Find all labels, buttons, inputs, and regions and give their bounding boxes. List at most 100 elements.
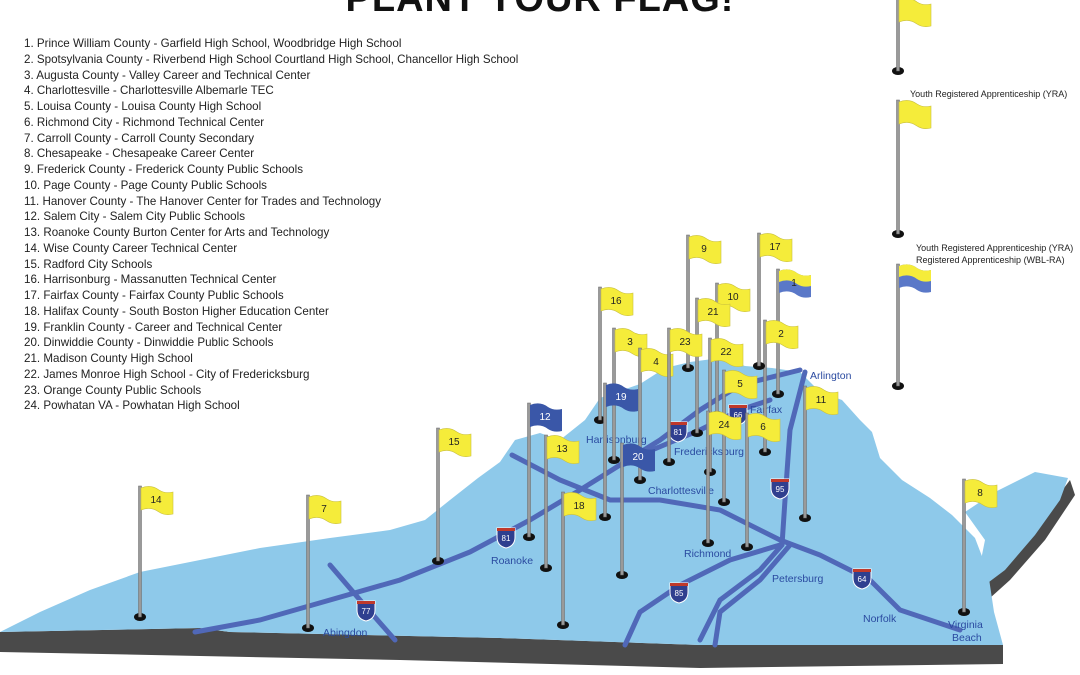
flag-marker-12[interactable]: 12 — [523, 402, 562, 541]
flag-number: 9 — [701, 244, 707, 255]
key-label-both-line1: Youth Registered Apprenticeship (YRA) — [916, 243, 1074, 253]
key-flag-both — [892, 263, 931, 390]
flag-marker-15[interactable]: 15 — [432, 427, 472, 565]
flag-number: 14 — [150, 495, 162, 506]
flag-marker-16[interactable]: 16 — [594, 286, 634, 424]
svg-text:64: 64 — [858, 575, 867, 584]
key-label-both-line2: Registered Apprenticeship (WBL-RA) — [916, 255, 1065, 265]
flag-number: 10 — [727, 292, 739, 303]
city-label: Richmond — [684, 548, 731, 560]
flag-marker-8[interactable]: 8 — [958, 478, 998, 616]
key-flag-yra — [892, 0, 932, 75]
school-list-item: 18. Halifax County - South Boston Higher… — [24, 304, 329, 318]
flag-number: 15 — [448, 437, 460, 448]
flag-number: 17 — [769, 242, 781, 253]
flag-marker-23[interactable]: 23 — [663, 327, 703, 466]
city-label: Petersburg — [772, 573, 824, 585]
school-list-item: 1. Prince William County - Garfield High… — [24, 37, 402, 50]
flag-number: 24 — [718, 420, 730, 431]
flag-marker-7[interactable]: 7 — [302, 494, 342, 632]
school-list-item: 6. Richmond City - Richmond Technical Ce… — [24, 115, 265, 129]
flag-number: 8 — [977, 488, 983, 499]
city-label: Harrisonburg — [586, 434, 647, 446]
school-list-item: 21. Madison County High School — [24, 352, 193, 365]
key-flag-yra — [892, 99, 932, 238]
interstate-shield: 81 — [668, 421, 688, 443]
city-label: Roanoke — [491, 555, 533, 567]
flag-number: 3 — [627, 337, 633, 348]
school-list-item: 19. Franklin County - Career and Technic… — [24, 320, 283, 334]
school-list-item: 24. Powhatan VA - Powhatan High School — [24, 399, 240, 413]
key-label-yra: Youth Registered Apprenticeship (YRA) — [910, 89, 1068, 99]
flag-number: 5 — [737, 379, 743, 390]
city-label: Abingdon — [323, 627, 368, 639]
flag-number: 1 — [791, 278, 797, 289]
flag-marker-18[interactable]: 18 — [557, 491, 597, 629]
flag-marker-19[interactable]: 19 — [599, 382, 638, 521]
school-list: 1. Prince William County - Garfield High… — [24, 36, 518, 414]
flag-marker-13[interactable]: 13 — [540, 434, 580, 572]
city-label: Beach — [952, 632, 982, 644]
school-list-item: 17. Fairfax County - Fairfax County Publ… — [24, 289, 284, 302]
interstate-shield: 85 — [669, 582, 689, 604]
flag-number: 19 — [615, 392, 627, 403]
svg-text:77: 77 — [362, 607, 371, 616]
flag-marker-17[interactable]: 17 — [753, 232, 793, 370]
flag-number: 16 — [610, 296, 622, 307]
flag-marker-6[interactable]: 6 — [741, 412, 781, 551]
flag-number: 20 — [632, 452, 644, 463]
school-list-item: 3. Augusta County - Valley Career and Te… — [24, 68, 311, 82]
flag-marker-11[interactable]: 11 — [799, 385, 839, 522]
flag-number: 22 — [720, 347, 732, 358]
flag-marker-14[interactable]: 14 — [134, 485, 174, 621]
city-label: Charlottesville — [648, 485, 714, 497]
flag-marker-24[interactable]: 24 — [702, 410, 742, 547]
school-list-item: 5. Louisa County - Louisa County High Sc… — [24, 100, 262, 113]
flag-number: 11 — [816, 395, 827, 406]
flag-number: 2 — [778, 329, 784, 340]
page-title: PLANT YOUR FLAG! — [0, 0, 1080, 21]
flag-marker-2[interactable]: 2 — [759, 319, 799, 456]
interstate-shield: 95 — [770, 478, 790, 500]
interstate-shield: 77 — [356, 600, 376, 622]
school-list-item: 12. Salem City - Salem City Public Schoo… — [24, 210, 246, 224]
svg-text:81: 81 — [502, 534, 511, 543]
flag-number: 6 — [760, 422, 766, 433]
flag-number: 4 — [653, 357, 659, 368]
school-list-item: 8. Chesapeake - Chesapeake Career Center — [24, 147, 255, 161]
school-list-item: 16. Harrisonburg - Massanutten Technical… — [24, 273, 277, 287]
school-list-item: 13. Roanoke County Burton Center for Art… — [24, 226, 330, 239]
school-list-item: 2. Spotsylvania County - Riverbend High … — [24, 52, 519, 66]
city-label: Norfolk — [863, 613, 897, 625]
flag-number: 12 — [539, 412, 551, 423]
svg-text:81: 81 — [674, 428, 683, 437]
city-label: Arlington — [810, 370, 852, 382]
flag-number: 13 — [556, 444, 568, 455]
school-list-item: 4. Charlottesville - Charlottesville Alb… — [24, 84, 274, 98]
svg-text:85: 85 — [675, 589, 684, 598]
school-list-item: 23. Orange County Public Schools — [24, 383, 202, 397]
svg-text:66: 66 — [734, 411, 743, 420]
flag-number: 18 — [573, 501, 585, 512]
flag-marker-9[interactable]: 9 — [682, 234, 722, 372]
interstate-shield: 81 — [496, 527, 516, 549]
flag-number: 7 — [321, 504, 327, 515]
svg-text:95: 95 — [776, 485, 785, 494]
flag-marker-5[interactable]: 5 — [718, 369, 758, 506]
school-list-item: 22. James Monroe High School - City of F… — [24, 367, 310, 381]
school-list-item: 9. Frederick County - Frederick County P… — [24, 163, 304, 176]
school-list-item: 15. Radford City Schools — [24, 257, 153, 271]
flag-marker-21[interactable]: 21 — [691, 297, 731, 437]
flag-marker-20[interactable]: 20 — [616, 442, 655, 579]
map-base-extrusion — [0, 628, 1003, 668]
flag-number: 23 — [679, 337, 691, 348]
flag-marker-4[interactable]: 4 — [634, 347, 674, 484]
school-list-item: 14. Wise County Career Technical Center — [24, 241, 238, 255]
school-list-item: 20. Dinwiddie County - Dinwiddie Public … — [24, 336, 274, 350]
school-list-item: 10. Page County - Page County Public Sch… — [24, 178, 267, 192]
school-list-item: 7. Carroll County - Carroll County Secon… — [24, 131, 255, 145]
city-label: Virginia — [948, 619, 983, 631]
interstate-shield: 64 — [852, 568, 872, 590]
school-list-item: 11. Hanover County - The Hanover Center … — [24, 194, 382, 208]
